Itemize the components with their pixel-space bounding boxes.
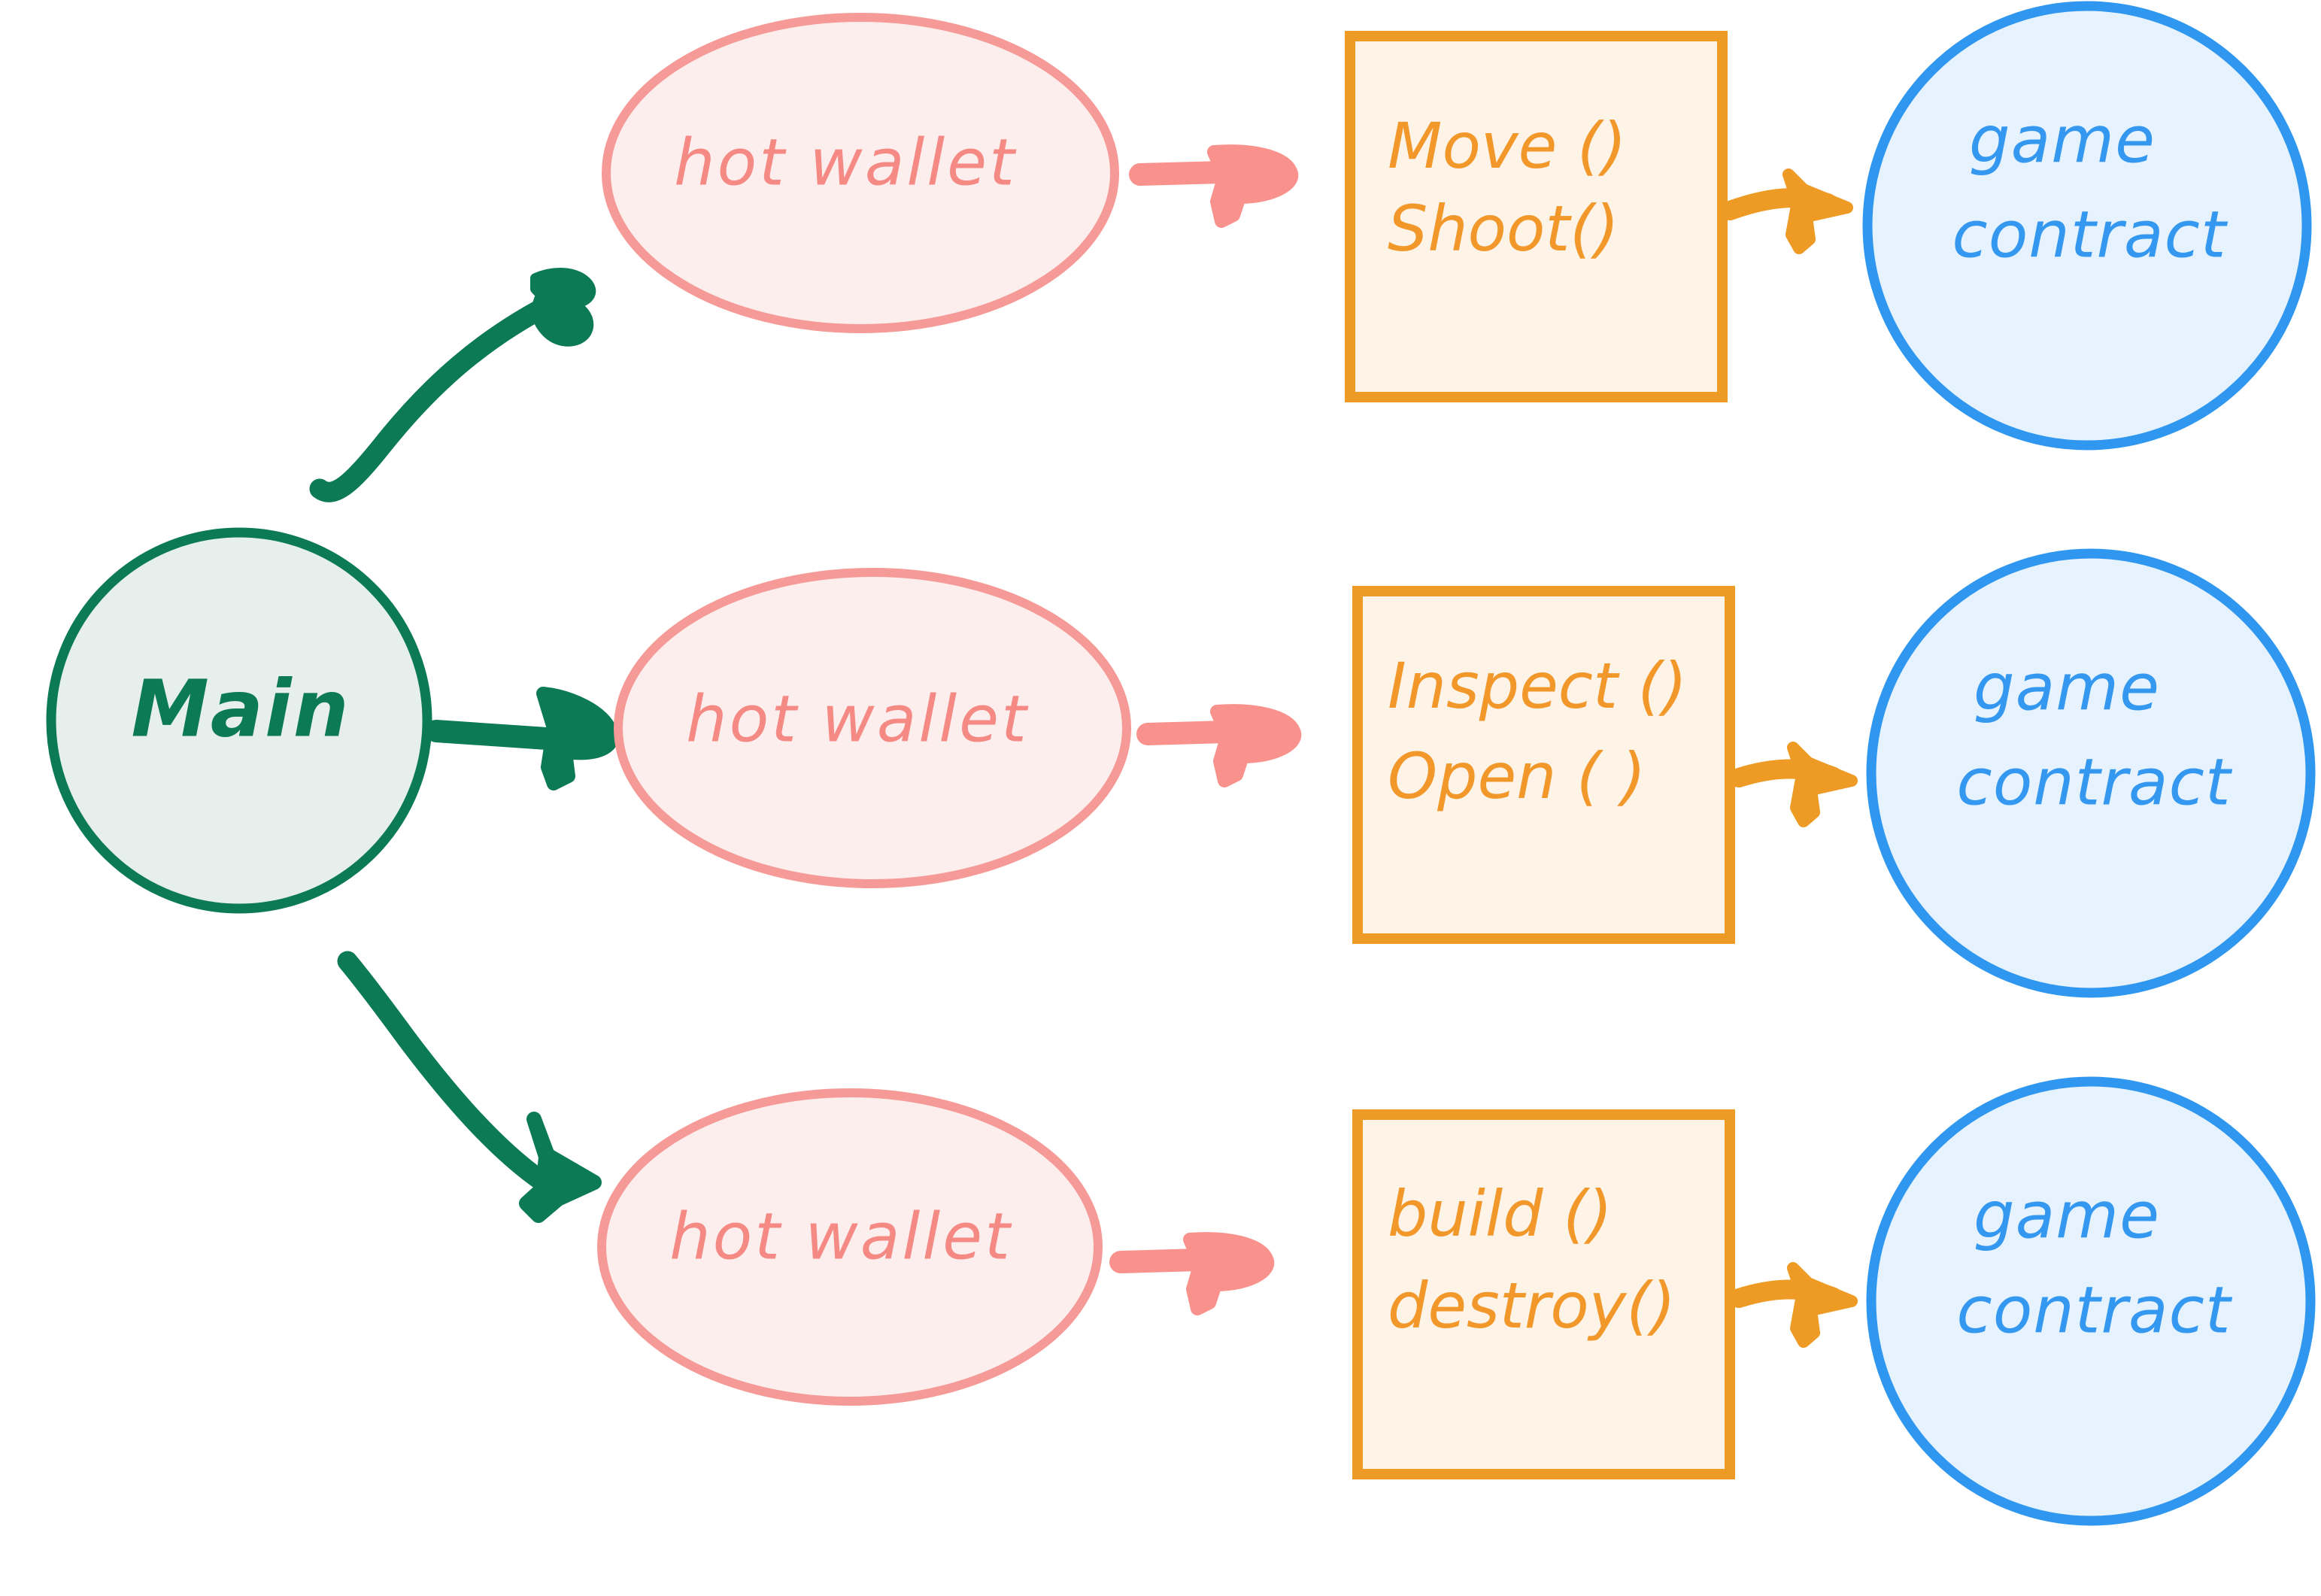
game-contract-line-2-1: game	[1974, 650, 2160, 725]
edge-box-1-to-contract-1	[1720, 168, 1853, 254]
hot-wallet-label-1: hot wallet	[674, 125, 1017, 200]
game-contract-line-1-1: game	[1969, 102, 2156, 178]
node-hot-wallet-3[interactable]: hot wallet	[597, 1088, 1103, 1406]
node-method-box-3[interactable]: build () destroy()	[1352, 1109, 1735, 1479]
hot-wallet-label-3: hot wallet	[669, 1199, 1012, 1274]
edge-wallet-2-to-box-2	[1136, 704, 1302, 787]
main-label: Main	[131, 663, 350, 754]
edge-main-to-wallet-1	[309, 268, 596, 502]
method-box-shape-1	[1345, 31, 1728, 402]
game-contract-circle-shape-3	[1866, 1076, 2316, 1526]
game-contract-circle-shape-2	[1866, 548, 2316, 998]
game-contract-line-2-2: contract	[1956, 745, 2232, 820]
node-hot-wallet-1[interactable]: hot wallet	[602, 13, 1119, 333]
game-contract-line-3-2: contract	[1956, 1273, 2232, 1348]
node-method-box-2[interactable]: Inspect () Open ( )	[1352, 586, 1735, 944]
method-box-line-2-1: Inspect ()	[1388, 649, 1687, 723]
edge-main-to-wallet-3	[337, 951, 602, 1223]
hot-wallet-ellipse-shape	[597, 1088, 1103, 1406]
method-box-line-3-2: destroy()	[1388, 1269, 1676, 1343]
edge-wallet-1-to-box-1	[1129, 144, 1299, 228]
edge-box-3-to-contract-3	[1729, 1262, 1858, 1348]
game-contract-circle-shape-1	[1862, 1, 2312, 451]
method-box-line-2-2: Open ( )	[1388, 739, 1646, 813]
method-box-line-1-2: Shoot()	[1388, 192, 1619, 265]
edge-box-2-to-contract-2	[1729, 742, 1858, 827]
method-box-shape-2	[1352, 586, 1735, 944]
node-game-contract-1[interactable]: game contract	[1862, 1, 2312, 451]
node-method-box-1[interactable]: Move () Shoot()	[1345, 31, 1728, 402]
method-box-line-1-1: Move ()	[1388, 109, 1627, 183]
main-circle-shape	[46, 527, 432, 914]
method-box-line-3-1: build ()	[1388, 1177, 1613, 1251]
node-hot-wallet-2[interactable]: hot wallet	[614, 568, 1131, 888]
node-main[interactable]: Main	[46, 527, 432, 914]
game-contract-line-1-2: contract	[1952, 197, 2228, 272]
hot-wallet-ellipse-shape	[614, 568, 1131, 888]
edge-wallet-3-to-box-3	[1109, 1232, 1275, 1315]
game-contract-line-3-1: game	[1974, 1178, 2160, 1253]
hot-wallet-ellipse-shape	[602, 13, 1119, 333]
hot-wallet-label-2: hot wallet	[686, 681, 1029, 757]
node-game-contract-2[interactable]: game contract	[1866, 548, 2316, 998]
edge-main-to-wallet-2	[425, 687, 619, 790]
node-game-contract-3[interactable]: game contract	[1866, 1076, 2316, 1526]
